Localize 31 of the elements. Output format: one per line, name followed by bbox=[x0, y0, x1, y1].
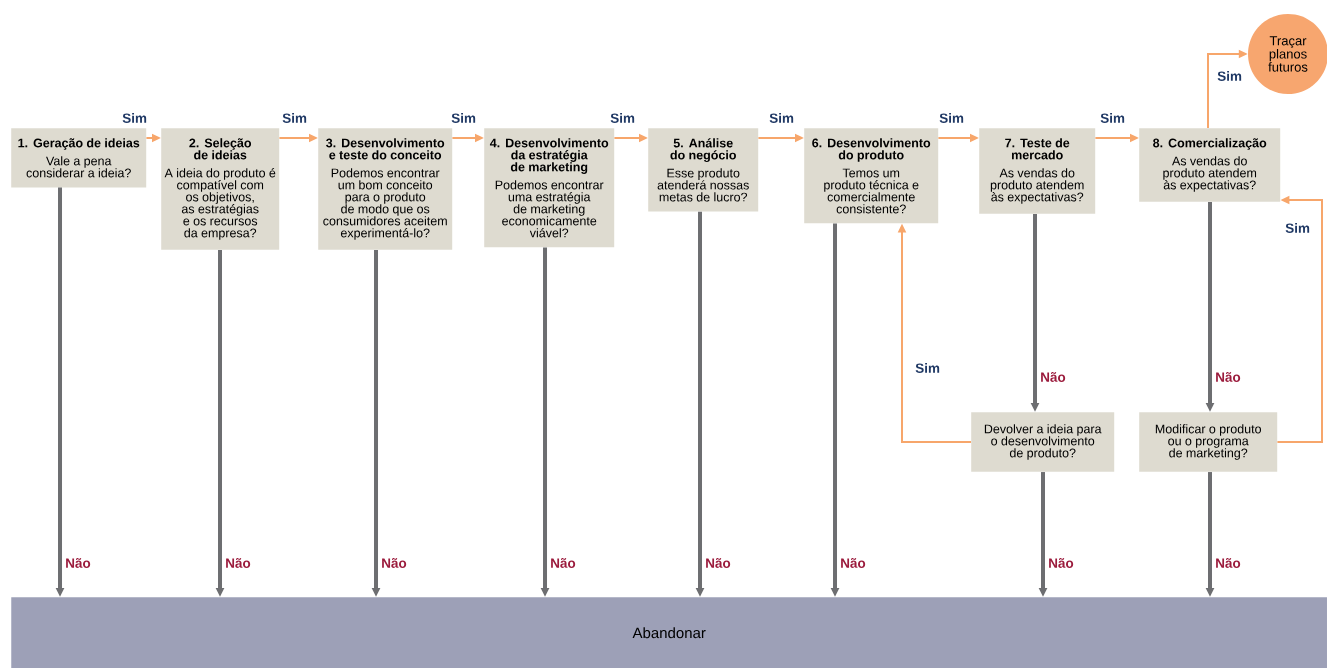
stage-box: 1. Geração de ideias Vale a pena considerar a ideia? bbox=[11, 128, 147, 188]
stage-box: 5. Análise do negócio Esse produto atenderá nossas metas de lucro? bbox=[648, 128, 759, 212]
decision-box: Modificar o produto ou o programa de marketing? bbox=[1139, 412, 1278, 472]
stage-box: 4. Desenvolvimento da estratégia de marketing Podemos encontrar uma estratégia de marketing economicamente viável? bbox=[484, 128, 615, 248]
edge-label: Sim bbox=[939, 113, 964, 123]
decision-box: Devolver a ideia para o desenvolvimento de produto? bbox=[971, 412, 1115, 472]
stage-box: 7. Teste de mercado As vendas do produto atendem às expectativas? bbox=[979, 128, 1096, 214]
edge-label: Não bbox=[1049, 558, 1074, 568]
stage-box: 3. Desenvolvimento e teste do conceito Podemos encontrar um bom conceito para o produto de modo que os consumidores aceitem experimentá-lo? bbox=[318, 128, 453, 250]
edge-label: Não bbox=[1041, 372, 1066, 382]
edge-label: Sim bbox=[451, 113, 476, 123]
edge-label: Não bbox=[66, 558, 91, 568]
edge-label: Sim bbox=[769, 113, 794, 123]
edge-label: Não bbox=[1216, 558, 1241, 568]
edge-label: Não bbox=[382, 558, 407, 568]
edge-label: Não bbox=[1216, 372, 1241, 382]
edge-label: Sim bbox=[915, 363, 940, 373]
edge-label: Sim bbox=[1100, 113, 1125, 123]
edge-label: Não bbox=[551, 558, 576, 568]
abandon-band: Abandonar bbox=[11, 597, 1327, 668]
edge-label: Sim bbox=[122, 113, 147, 123]
edge-label: Sim bbox=[282, 113, 307, 123]
stage-box: 6. Desenvolvimento do produto Temos um produto técnica e comercialmente consistente? bbox=[804, 128, 939, 224]
edge-label: Sim bbox=[1217, 71, 1242, 81]
edge-label: Sim bbox=[1285, 223, 1310, 233]
stage-box: 2. Seleção de ideias A ideia do produto é compatível com os objetivos, as estratégias e os recursos da empresa? bbox=[161, 128, 280, 250]
edge-label: Não bbox=[706, 558, 731, 568]
edge-label: Não bbox=[226, 558, 251, 568]
edge-label: Sim bbox=[610, 113, 635, 123]
stage-box: 8. Comercialização As vendas do produto atendem às expectativas? bbox=[1139, 128, 1281, 202]
edge-label: Não bbox=[841, 558, 866, 568]
